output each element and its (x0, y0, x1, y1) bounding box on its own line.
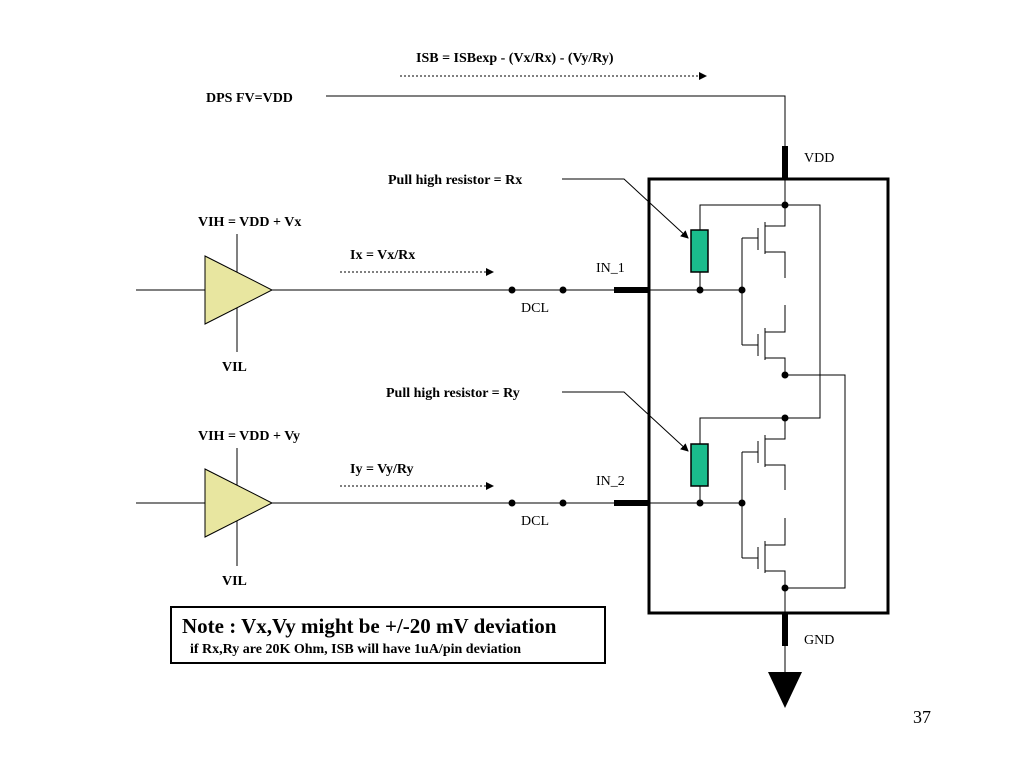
iy-label: Iy = Vy/Ry (350, 462, 414, 477)
note-title: Note : Vx,Vy might be +/-20 mV deviation (182, 614, 557, 638)
resistor-icon (690, 443, 709, 487)
nmos-transistor-icon (741, 418, 786, 558)
dcl-2-label: DCL (521, 514, 549, 529)
dcl1-node-b (559, 286, 567, 294)
in2-pin (614, 500, 650, 506)
vdd-label: VDD (804, 151, 834, 166)
note-box: Note : Vx,Vy might be +/-20 mV deviation… (170, 606, 606, 664)
vil-2-label: VIL (222, 574, 247, 589)
gnd-rail (785, 374, 846, 589)
dcl-1-label: DCL (521, 301, 549, 316)
ground-arrow-icon (768, 672, 802, 708)
gnd-pin (782, 614, 788, 646)
buffer-triangle-icon (204, 255, 274, 325)
resistor-icon (690, 229, 709, 273)
dps-label: DPS FV=VDD (206, 91, 293, 106)
vil-1-label: VIL (222, 360, 247, 375)
in1-pin (614, 287, 650, 293)
note-subtitle: if Rx,Ry are 20K Ohm, ISB will have 1uA/… (190, 642, 522, 657)
nmos-transistor-icon (742, 518, 786, 614)
pull-high-ry-pointer (562, 391, 689, 452)
buffer-triangle-icon (204, 468, 274, 538)
vih-x-label: VIH = VDD + Vx (198, 215, 301, 230)
vdd-pin (782, 146, 788, 178)
isb-formula-label: ISB = ISBexp - (Vx/Rx) - (Vy/Ry) (416, 51, 614, 66)
dcl1-node-a (508, 286, 516, 294)
rx-top-wire (699, 204, 785, 230)
pull-high-ry-label: Pull high resistor = Ry (386, 386, 520, 401)
nmos-transistor-icon (741, 205, 786, 345)
chip-box (647, 177, 890, 615)
gnd-label: GND (804, 633, 834, 648)
in2-label: IN_2 (596, 474, 625, 489)
pull-high-rx-label: Pull high resistor = Rx (388, 173, 522, 188)
vdd-rail (785, 204, 821, 419)
dps-wire (326, 95, 786, 150)
ry-top-wire (699, 417, 785, 444)
in1-label: IN_1 (596, 261, 625, 276)
ix-label: Ix = Vx/Rx (350, 248, 415, 263)
dcl2-node-a (508, 499, 516, 507)
pull-high-rx-pointer (562, 178, 689, 239)
page-number: 37 (913, 707, 931, 727)
vih-y-label: VIH = VDD + Vy (198, 429, 300, 444)
dcl2-node-b (559, 499, 567, 507)
nmos-transistor-icon (742, 305, 786, 375)
gnd-node (781, 584, 789, 592)
